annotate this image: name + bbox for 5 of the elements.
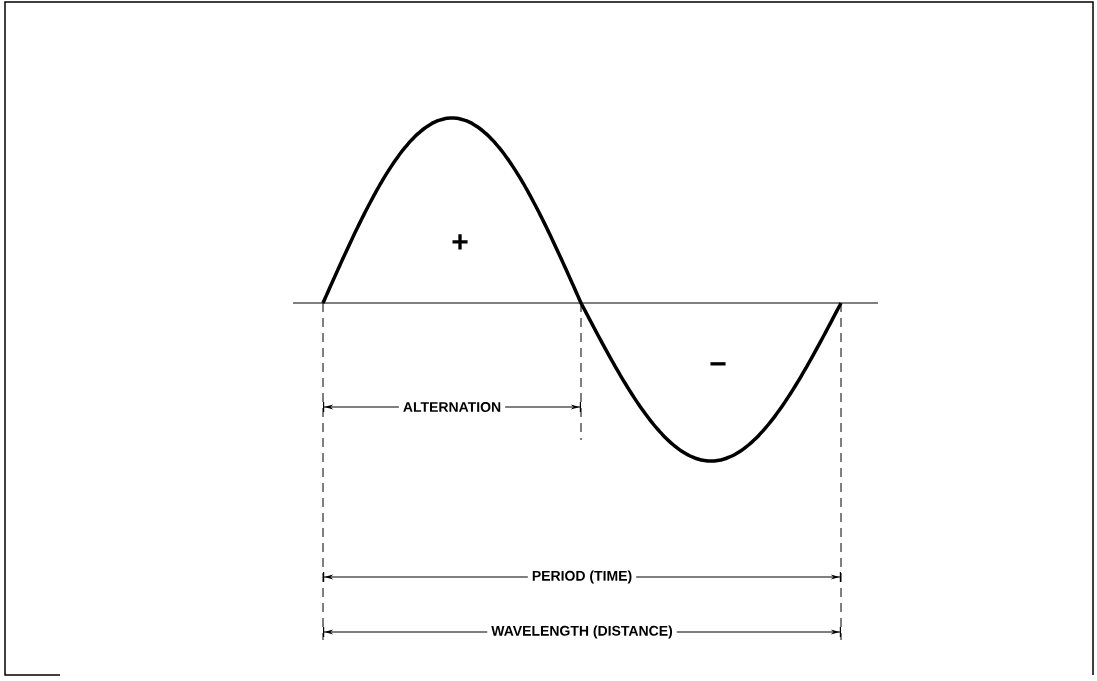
dimension-label: WAVELENGTH (DISTANCE) [487, 621, 677, 643]
dimension-label: PERIOD (TIME) [527, 566, 637, 588]
sign-label: − [710, 362, 726, 366]
dimension-label: ALTERNATION [398, 398, 506, 416]
sign-label: + [452, 234, 468, 250]
